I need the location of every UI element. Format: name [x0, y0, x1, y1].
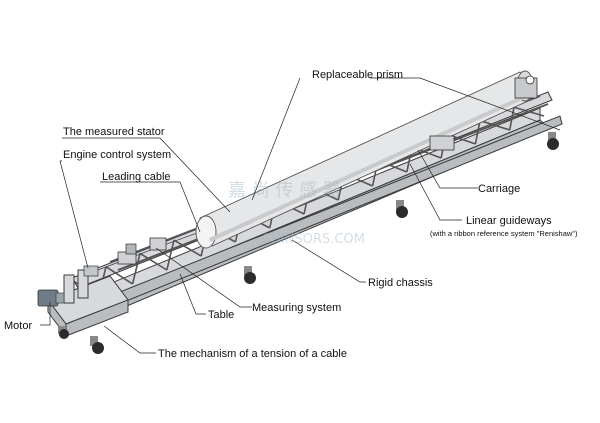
watermark-cn: 嘉 尚 传 感 器: [228, 180, 341, 201]
replaceable-prism: [514, 75, 538, 99]
watermark-site: CHINSORS.COM: [262, 232, 365, 247]
caster-wheels: [58, 132, 559, 354]
label-rigid-chassis: Rigid chassis: [368, 277, 433, 289]
chassis-brace: [139, 252, 168, 271]
wheel: [547, 132, 559, 150]
wheel: [90, 336, 104, 354]
wheel: [58, 326, 69, 339]
carriage: [429, 135, 455, 151]
measuring-system: [117, 237, 167, 265]
engine-control-system: [83, 265, 99, 277]
chassis-post: [166, 239, 175, 271]
leading-cable: [97, 231, 201, 271]
label-measured-stator: The measured stator: [63, 126, 165, 138]
label-linear-guideways-note: (with a ribbon reference system "Renisha…: [430, 229, 578, 238]
leader-lines: [40, 77, 561, 354]
chassis-post: [131, 253, 141, 285]
label-measuring-system: Measuring system: [252, 302, 341, 314]
motor: [37, 289, 65, 307]
label-engine-control-system: Engine control system: [63, 149, 171, 161]
chassis-brace: [173, 239, 202, 257]
wheel: [244, 266, 256, 284]
chassis-post: [474, 120, 481, 145]
label-leading-cable: Leading cable: [102, 171, 171, 183]
label-carriage: Carriage: [478, 183, 520, 195]
wheel: [396, 200, 408, 218]
label-table: Table: [208, 309, 234, 321]
label-linear-guideways: Linear guideways: [466, 215, 552, 227]
label-replaceable-prism: Replaceable prism: [312, 69, 403, 81]
label-motor: Motor: [4, 320, 32, 332]
measured-stator: [195, 70, 534, 249]
chassis-brace: [105, 266, 134, 285]
label-cable-tension-mechanism: The mechanism of a tension of a cable: [158, 348, 347, 360]
